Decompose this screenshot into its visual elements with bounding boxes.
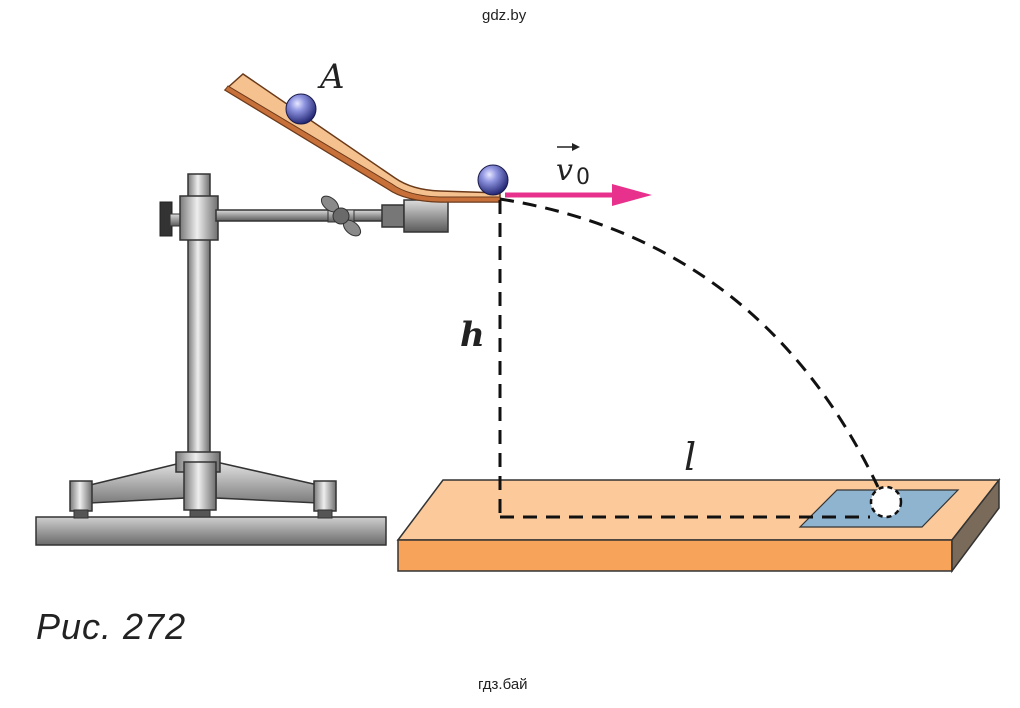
landing-mark-icon <box>869 485 903 519</box>
velocity-arrow-icon <box>505 184 652 206</box>
stand-rod <box>175 173 221 511</box>
stand-base <box>35 516 387 546</box>
watermark-bottom: гдз.бай <box>478 676 528 693</box>
tripod-legs <box>69 461 337 519</box>
watermark-top: gdz.by <box>482 7 527 24</box>
ramp <box>223 73 501 203</box>
label-velocity-symbol: v <box>556 153 573 188</box>
trajectory <box>499 197 880 488</box>
clamp <box>159 195 449 241</box>
wing-nut-icon <box>320 195 362 237</box>
label-height: h <box>460 315 485 355</box>
label-velocity-subscript: 0 <box>576 165 590 190</box>
figure-caption: Рис. 272 <box>36 606 187 647</box>
label-a: A <box>317 57 345 97</box>
velocity-label: v 0 <box>556 143 590 190</box>
ball-at-edge-icon <box>477 164 509 196</box>
dimension-lines <box>498 200 870 519</box>
label-distance: l <box>684 435 696 479</box>
ball-at-a-icon <box>285 93 317 125</box>
